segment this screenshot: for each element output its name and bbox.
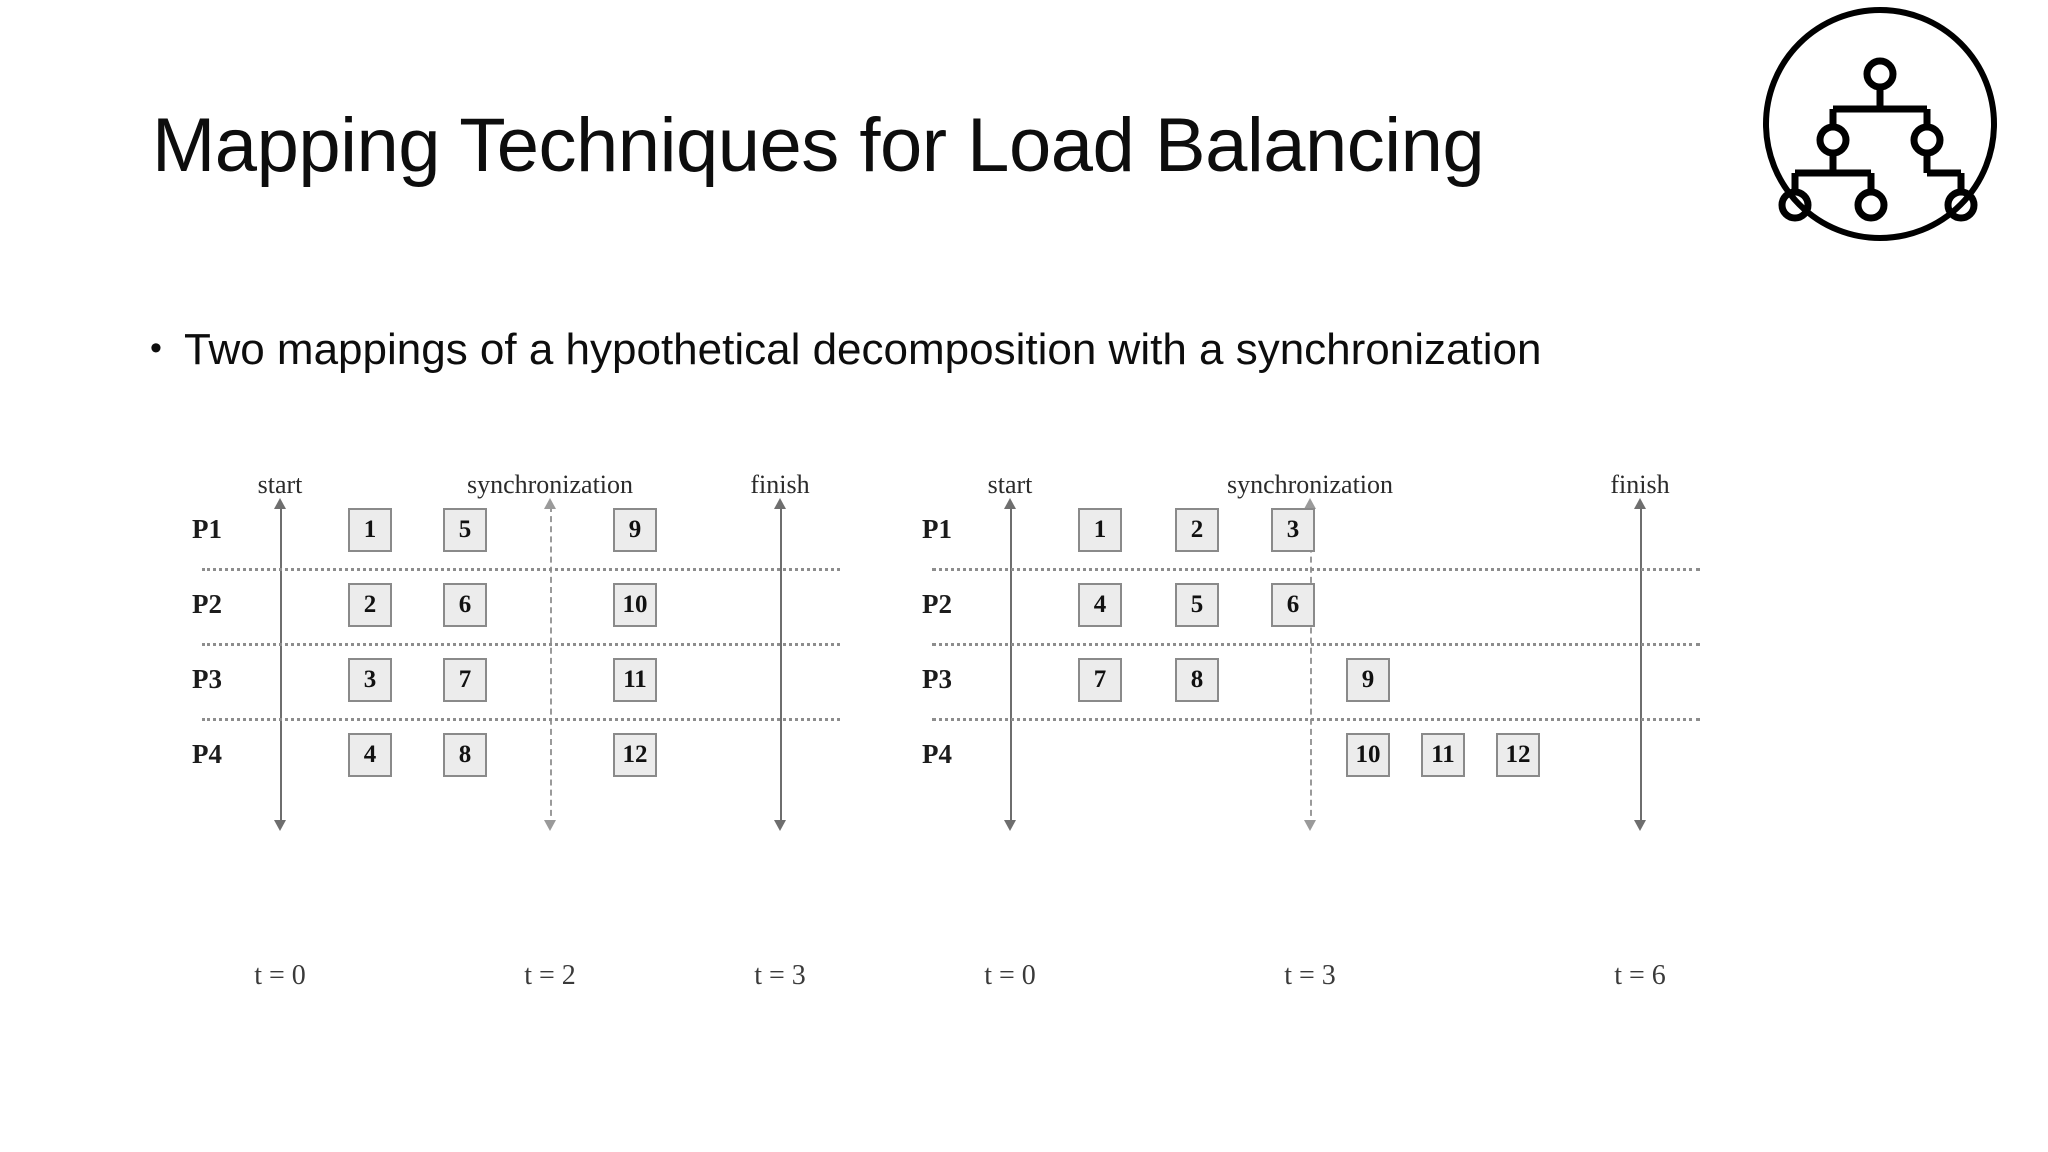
task-block: 9 <box>1346 658 1390 702</box>
gantt-chart-mapping-b: start t = 0 synchronization t = 3 finish t = … <box>922 470 1740 1050</box>
hierarchy-tree-badge <box>1730 6 2030 252</box>
row-separator <box>932 718 1700 721</box>
processor-label-p4: P4 <box>192 739 222 769</box>
bullet-text: Two mappings of a hypothetical decomposi… <box>184 325 1542 374</box>
task-block: 4 <box>1078 583 1122 627</box>
task-block: 8 <box>443 733 487 777</box>
bullet-marker: • <box>150 329 162 367</box>
hierarchy-tree-icon <box>1763 7 1997 241</box>
marker-label-synchronization: synchronization <box>1226 470 1394 499</box>
row-separator <box>202 568 840 571</box>
marker-line-finish <box>780 506 782 826</box>
processor-label-p2: P2 <box>922 589 952 619</box>
processor-label-p1: P1 <box>922 514 952 544</box>
marker-line-synchronization <box>550 506 552 826</box>
task-block: 8 <box>1175 658 1219 702</box>
task-block: 12 <box>1496 733 1540 777</box>
marker-line-start <box>280 506 282 826</box>
row-separator <box>202 643 840 646</box>
task-block: 1 <box>1078 508 1122 552</box>
task-block: 11 <box>1421 733 1465 777</box>
marker-label-finish: finish <box>1610 470 1670 499</box>
processor-label-p2: P2 <box>192 589 222 619</box>
task-block: 9 <box>613 508 657 552</box>
arrow-down-icon <box>544 820 556 831</box>
arrow-down-icon <box>274 820 286 831</box>
task-block: 12 <box>613 733 657 777</box>
task-block: 5 <box>443 508 487 552</box>
processor-label-p1: P1 <box>192 514 222 544</box>
task-block: 10 <box>1346 733 1390 777</box>
arrow-up-icon <box>544 498 556 509</box>
task-block: 2 <box>348 583 392 627</box>
page-title: Mapping Techniques for Load Balancing <box>152 103 1485 188</box>
task-block: 2 <box>1175 508 1219 552</box>
time-label: t = 6 <box>1614 960 1666 991</box>
task-block: 3 <box>348 658 392 702</box>
list-item: • Two mappings of a hypothetical decompo… <box>150 322 1570 378</box>
task-block: 5 <box>1175 583 1219 627</box>
time-label: t = 3 <box>754 960 806 991</box>
gantt-figure-area: start t = 0 synchronization t = 2 finish t = … <box>0 470 2048 1050</box>
processor-label-p4: P4 <box>922 739 952 769</box>
task-block: 1 <box>348 508 392 552</box>
arrow-up-icon <box>1304 498 1316 509</box>
row-separator <box>932 643 1700 646</box>
task-block: 4 <box>348 733 392 777</box>
row-separator <box>202 718 840 721</box>
task-block: 11 <box>613 658 657 702</box>
time-label: t = 0 <box>984 960 1036 991</box>
arrow-up-icon <box>274 498 286 509</box>
time-label: t = 0 <box>254 960 306 991</box>
arrow-down-icon <box>1004 820 1016 831</box>
processor-label-p3: P3 <box>922 664 952 694</box>
marker-label-synchronization: synchronization <box>466 470 634 499</box>
task-block: 7 <box>1078 658 1122 702</box>
bullet-list: • Two mappings of a hypothetical decompo… <box>150 322 1570 378</box>
marker-line-start <box>1010 506 1012 826</box>
row-separator <box>932 568 1700 571</box>
task-block: 7 <box>443 658 487 702</box>
arrow-down-icon <box>1304 820 1316 831</box>
marker-label-finish: finish <box>750 470 810 499</box>
task-block: 3 <box>1271 508 1315 552</box>
marker-line-finish <box>1640 506 1642 826</box>
time-label: t = 3 <box>1284 960 1336 991</box>
arrow-up-icon <box>774 498 786 509</box>
arrow-up-icon <box>1634 498 1646 509</box>
task-block: 6 <box>1271 583 1315 627</box>
task-block: 10 <box>613 583 657 627</box>
processor-label-p3: P3 <box>192 664 222 694</box>
arrow-down-icon <box>774 820 786 831</box>
marker-line-synchronization <box>1310 506 1312 826</box>
time-label: t = 2 <box>524 960 576 991</box>
marker-label-start: start <box>987 470 1033 499</box>
arrow-up-icon <box>1004 498 1016 509</box>
task-block: 6 <box>443 583 487 627</box>
arrow-down-icon <box>1634 820 1646 831</box>
gantt-chart-mapping-a: start t = 0 synchronization t = 2 finish t = … <box>192 470 840 1050</box>
marker-label-start: start <box>257 470 303 499</box>
